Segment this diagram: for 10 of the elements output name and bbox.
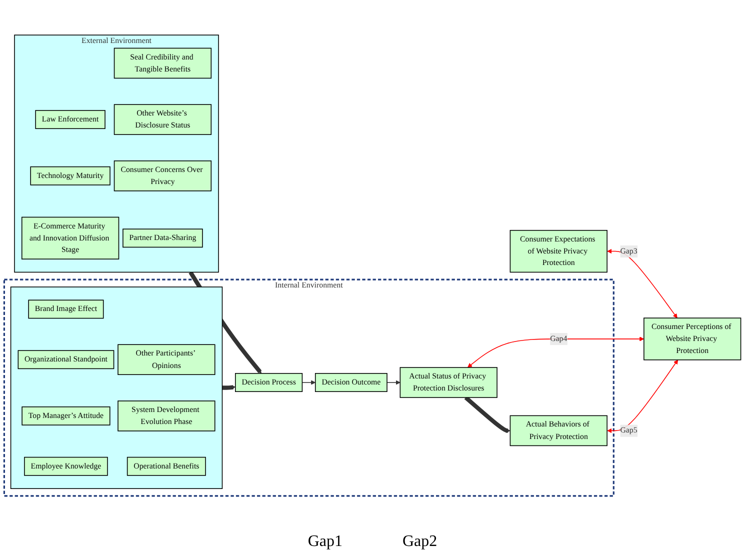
cluster (10, 286, 223, 489)
gap-label: Gap1 (308, 533, 342, 551)
arrow (221, 385, 236, 390)
arrow (607, 248, 678, 318)
arrow (302, 380, 316, 385)
arrow (468, 336, 644, 368)
arrow (607, 360, 678, 433)
arrow (386, 380, 400, 385)
gap-label: Gap2 (402, 533, 438, 551)
arrow (464, 396, 510, 433)
